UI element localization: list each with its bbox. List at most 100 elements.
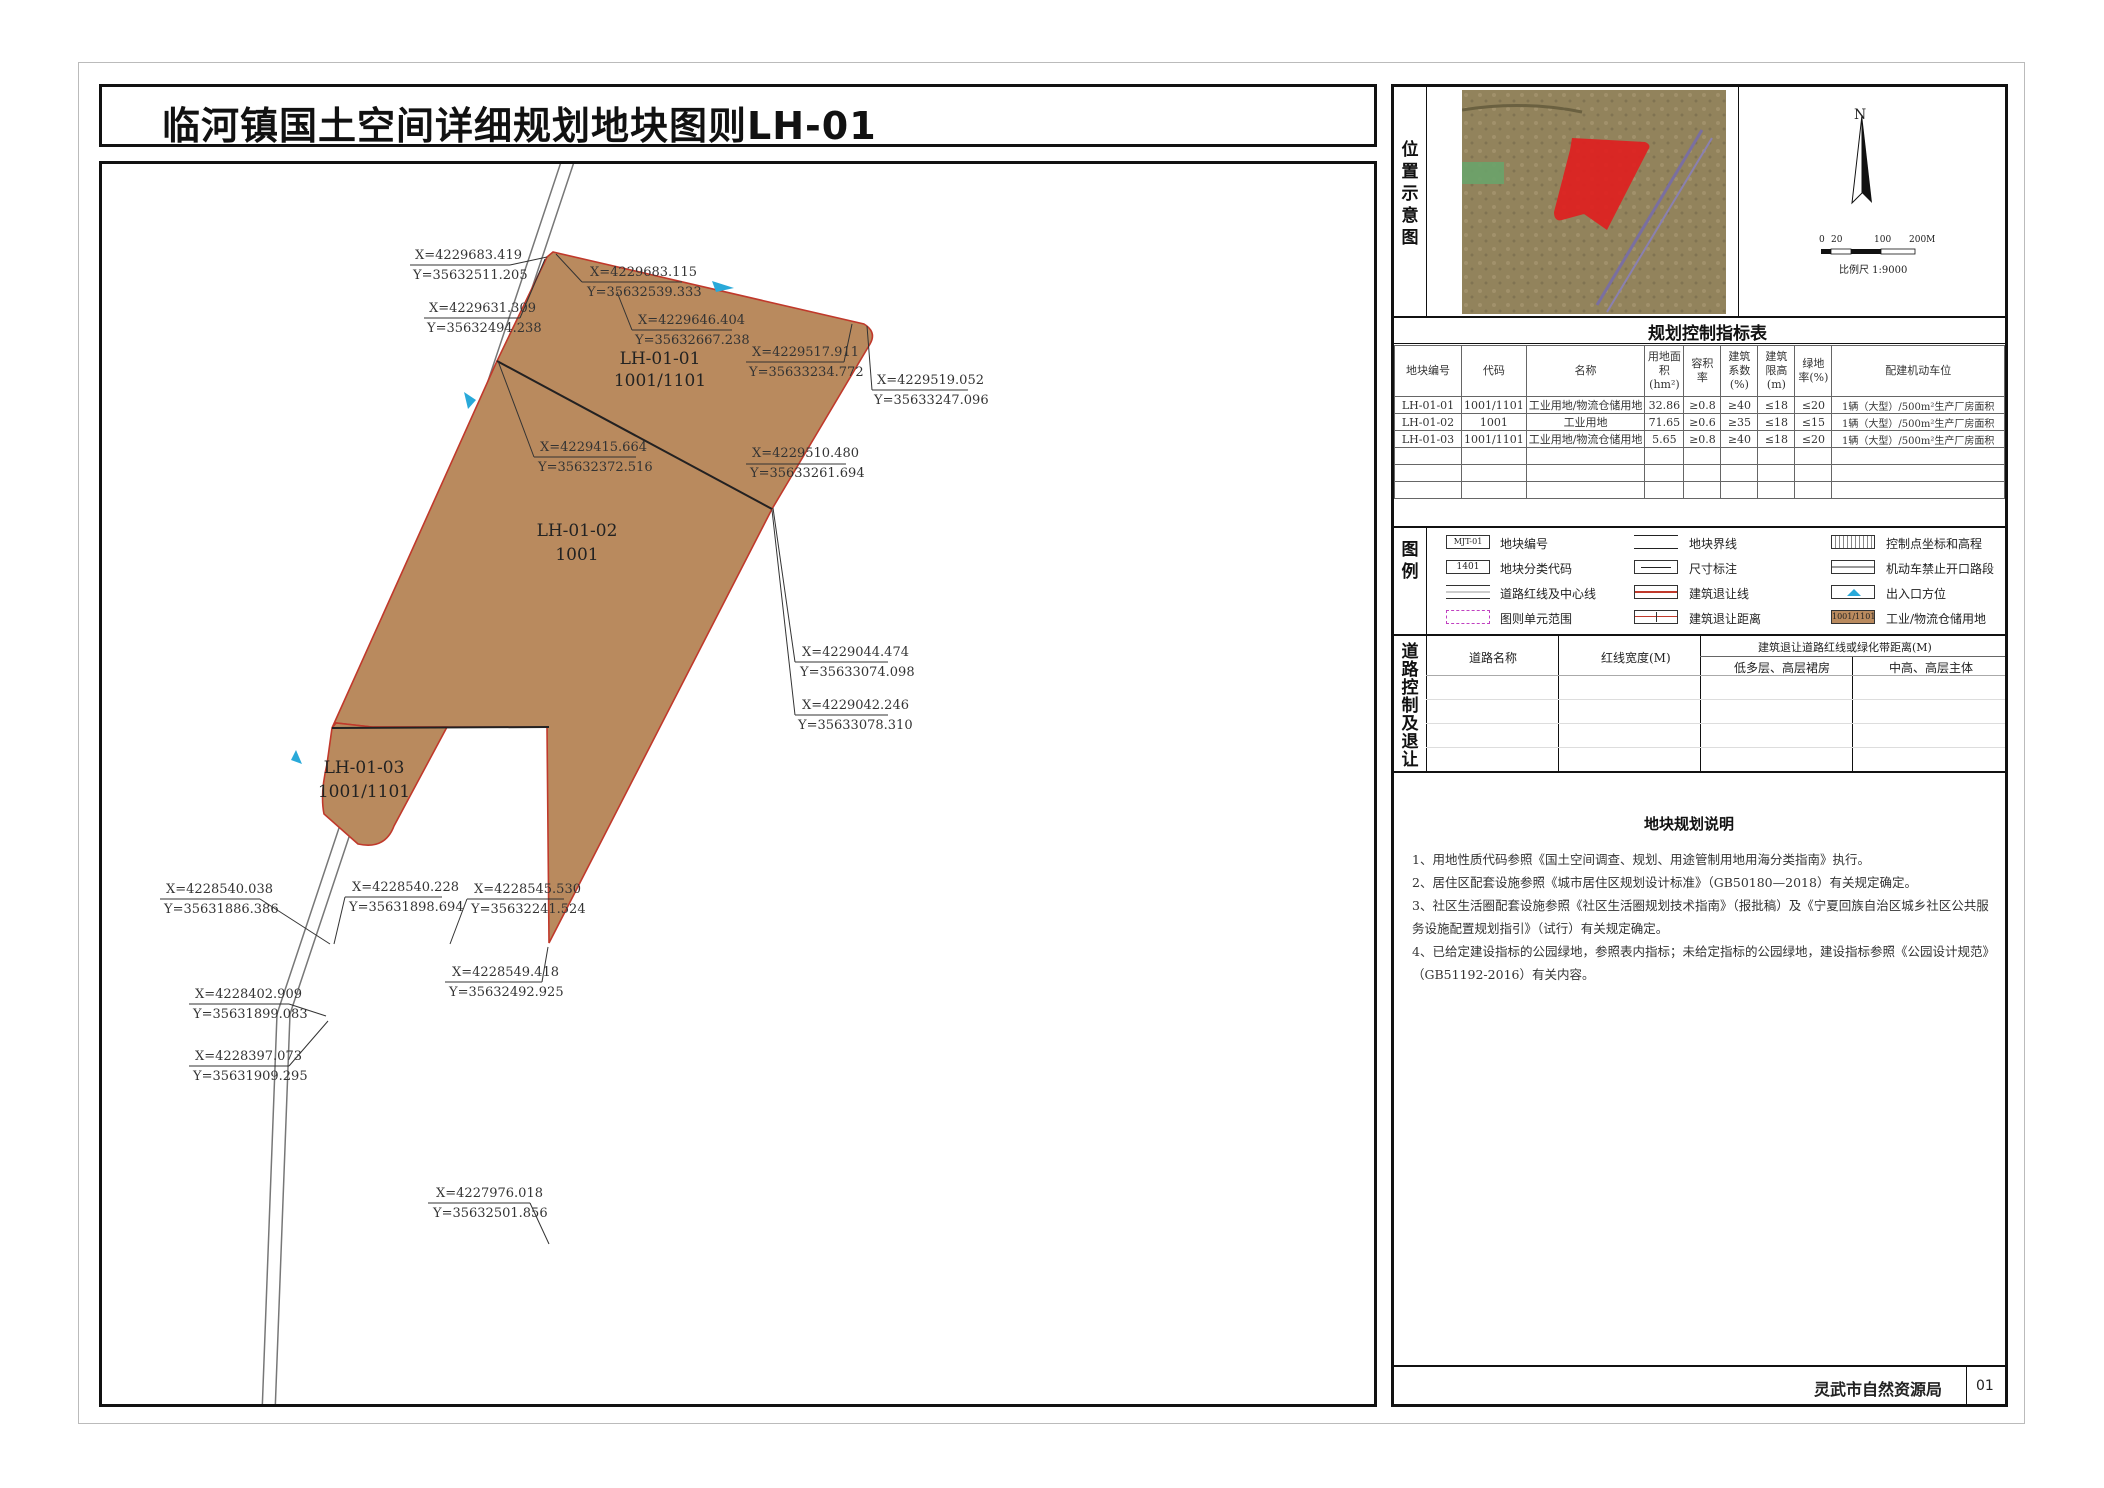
divider (1426, 723, 2005, 724)
table-cell: 工业用地/物流仓储用地 (1525, 430, 1646, 448)
table-header: 绿地率(%) (1794, 345, 1833, 397)
entrance-arrow-icon (464, 392, 476, 409)
legend-sample (1634, 535, 1678, 549)
coord-y: Y=35632372.516 (537, 460, 653, 475)
table-row (1394, 481, 2005, 499)
coord-x: X=4229042.246 (802, 698, 909, 713)
footer-org: 灵武市自然资源局 (1814, 1380, 1943, 1399)
legend-sample (1446, 610, 1490, 624)
parcel-lh-01-01[interactable] (495, 251, 874, 511)
legend-label: 地块编号 (1500, 537, 1549, 551)
parcel-code-label: 1001/1101 (614, 371, 706, 391)
legend-section-label: 图例 (1401, 540, 1419, 582)
table-cell: LH-01-03 (1394, 430, 1462, 448)
coord-x: X=4229683.419 (415, 248, 522, 263)
table-cell: ≤18 (1757, 430, 1796, 448)
table-cell: 32.86 (1644, 396, 1685, 414)
divider (1394, 316, 2005, 318)
scale-tick: 200M (1909, 235, 1936, 245)
title-bar: 临河镇国土空间详细规划地块图则LH-01 (99, 84, 1377, 148)
road-col-header: 红线宽度(M) (1601, 651, 1671, 665)
road-col-header: 中高、高层主体 (1889, 661, 1974, 675)
table-header: 名称 (1525, 345, 1646, 397)
map-frame[interactable]: LH-01-01 1001/1101 LH-01-02 1001 LH-01-0… (99, 161, 1377, 1407)
note-item: 4、已给定建设指标的公园绿地，参照表内指标；未给定指标的公园绿地，建设指标参照《… (1412, 944, 1989, 982)
coord-y: Y=35631899.083 (192, 1007, 308, 1022)
table-cell: ≥0.8 (1683, 396, 1722, 414)
coord-y: Y=35632494.238 (426, 321, 542, 336)
note-item: 3、社区生活圈配套设施参照《社区生活圈规划技术指南》（报批稿）及《宁夏回族自治区… (1412, 898, 1989, 936)
coord-x: X=4229631.309 (429, 301, 536, 316)
legend-label: 道路红线及中心线 (1500, 587, 1597, 601)
parcel-lh-01-03[interactable] (321, 722, 449, 846)
parcel-id-label: LH-01-03 (324, 758, 405, 778)
table-header: 建筑系数(%) (1720, 345, 1759, 397)
coord-x: X=4228549.418 (452, 965, 559, 980)
scale-tick: 0 (1819, 235, 1825, 245)
divider (1394, 634, 2005, 636)
table-cell: 1001/1101 (1461, 396, 1527, 414)
location-map-image (1462, 90, 1726, 314)
site-location-marker (1554, 138, 1650, 230)
table-header: 代码 (1461, 345, 1527, 397)
table-cell: 5.65 (1644, 430, 1685, 448)
table-cell: ≥0.6 (1683, 413, 1722, 431)
coord-x: X=4229517.911 (752, 345, 859, 360)
table-header-row: 地块编号 代码 名称 用地面积(hm²) 容积率 建筑系数(%) 建筑限高(m)… (1394, 345, 2005, 397)
coord-y: Y=35633234.772 (748, 365, 864, 380)
divider (1394, 771, 2005, 773)
table-cell: 1001 (1461, 413, 1527, 431)
divider (1558, 634, 1559, 771)
divider (1738, 87, 1739, 316)
table-cell: 1辆（大型）/500m²生产厂房面积 (1831, 396, 2005, 414)
coord-y: Y=35632501.856 (432, 1206, 548, 1221)
table-cell: ≥0.8 (1683, 430, 1722, 448)
coord-x: X=4229510.480 (752, 446, 859, 461)
scale-bar (1821, 248, 1916, 255)
road-section-label: 道路控制及退让 (1401, 642, 1419, 770)
table-cell: ≤20 (1794, 430, 1833, 448)
legend-sample: 1401 (1446, 560, 1490, 574)
footer-page-number: 01 (1976, 1378, 1994, 1394)
parcel-divider-2 (331, 726, 550, 729)
coord-y: Y=35633247.096 (873, 393, 989, 408)
coord-x: X=4229415.664 (540, 440, 647, 455)
table-cell: ≥40 (1720, 396, 1759, 414)
sheet-border (78, 62, 2025, 1424)
table-cell: ≤15 (1794, 413, 1833, 431)
legend-label: 建筑退让距离 (1689, 612, 1762, 626)
coord-x: X=4228397.073 (195, 1049, 302, 1064)
coordinate-callouts: X=4229683.419 Y=35632511.205 X=4229683.1… (160, 248, 989, 1245)
table-cell: 工业用地 (1525, 413, 1646, 431)
divider (1394, 1365, 2005, 1367)
legend-label: 出入口方位 (1886, 587, 1947, 601)
divider (1426, 526, 1427, 634)
table-cell: ≤18 (1757, 413, 1796, 431)
legend-sample (1634, 585, 1678, 599)
divider (1852, 656, 1853, 771)
note-item: 2、居住区配套设施参照《城市居住区规划设计标准》（GB50180—2018）有关… (1412, 875, 1917, 890)
divider (1700, 656, 2005, 657)
table-cell: 71.65 (1644, 413, 1685, 431)
coord-x: X=4227976.018 (436, 1186, 543, 1201)
coord-y: Y=35633078.310 (797, 718, 913, 733)
legend-sample (1446, 585, 1490, 599)
divider (1426, 634, 1427, 771)
parcel-group (321, 251, 874, 944)
coord-y: Y=35633261.694 (749, 466, 865, 481)
control-table: 地块编号 代码 名称 用地面积(hm²) 容积率 建筑系数(%) 建筑限高(m)… (1394, 345, 2005, 499)
road-col-header: 道路名称 (1469, 651, 1518, 665)
legend-sample: 1001/1101 (1831, 610, 1875, 624)
table-cell: ≤20 (1794, 396, 1833, 414)
coord-y: Y=35632241.524 (470, 902, 586, 917)
map-canvas[interactable]: LH-01-01 1001/1101 LH-01-02 1001 LH-01-0… (102, 164, 1377, 1407)
divider (1426, 87, 1427, 316)
coord-x: X=4229044.474 (802, 645, 909, 660)
table-header: 容积率 (1683, 345, 1722, 397)
north-arrow-icon (1851, 114, 1872, 205)
coord-y: Y=35632511.205 (412, 268, 528, 283)
legend-label: 图则单元范围 (1500, 612, 1573, 626)
table-header: 配建机动车位 (1831, 345, 2005, 397)
legend-sample: MJT-01 (1446, 535, 1490, 549)
